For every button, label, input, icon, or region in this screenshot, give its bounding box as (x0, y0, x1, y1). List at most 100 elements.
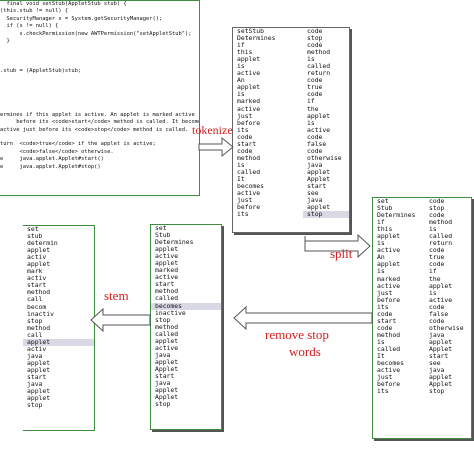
code-line: <code>false</code> otherwise. (0, 148, 114, 155)
code-line: active just before its <code>stop</code>… (0, 126, 189, 133)
token-item: code (429, 212, 445, 220)
token-item: applet (155, 337, 179, 345)
token-item: method (155, 323, 179, 331)
token-item: applet (237, 84, 261, 92)
token-item: before (377, 296, 401, 304)
token-item: Applet (429, 381, 453, 389)
token-item: java (307, 197, 323, 205)
token-item: this (377, 226, 393, 234)
token-item: code (307, 147, 323, 155)
code-line: s.checkPermission(new AWTPermission("set… (0, 30, 192, 37)
token-item: code (307, 77, 323, 85)
token-item: java (429, 331, 445, 339)
token-item: code (429, 303, 445, 311)
token-item: It (377, 353, 385, 361)
token-item: Stub (377, 205, 393, 213)
token-item: see (307, 190, 319, 198)
token-item: An (237, 77, 245, 85)
token-item: applet (27, 388, 51, 396)
code-line: e java.applet.Applet#stop() (0, 163, 101, 170)
token-item: stop (155, 401, 171, 409)
token-item: is (237, 161, 245, 169)
code-line: if (s != null) { (0, 23, 59, 30)
token-item: marked (237, 98, 261, 106)
token-item: start (155, 372, 175, 380)
token-item: just (237, 112, 253, 120)
token-item: active (377, 282, 401, 290)
token-item: called (429, 233, 453, 241)
remove-stop-label: remove stop (265, 327, 329, 342)
token-item: set (155, 225, 167, 232)
token-item: code (307, 133, 323, 141)
token-item: stop (155, 316, 171, 324)
token-item: code (237, 133, 253, 141)
token-item: applet (27, 359, 51, 367)
token-item: stop (27, 317, 43, 325)
code-line: } (0, 37, 10, 44)
code-line: e java.applet.Applet#start() (0, 156, 104, 163)
token-item: return (429, 240, 453, 248)
token-item: applet (307, 204, 331, 212)
token-item: Applet (307, 175, 331, 183)
token-item: code (377, 324, 393, 332)
token-item: if (429, 268, 437, 276)
token-item: is (429, 226, 437, 234)
token-item: Stub (155, 232, 171, 240)
token-item: activ (27, 254, 47, 262)
token-item: java (27, 381, 43, 389)
token-item: Determines (377, 212, 416, 220)
token-item: applet (237, 56, 261, 64)
token-item: Determines (155, 239, 194, 247)
token-item: active (237, 190, 261, 198)
code-line: (this.stub != null) { (0, 8, 69, 15)
token-item: called (307, 63, 331, 71)
token-item: true (307, 84, 323, 92)
token-item: called (155, 295, 179, 303)
token-item: applet (429, 338, 453, 346)
token-item: its (377, 388, 389, 396)
token-item: start (307, 183, 327, 191)
token-item: call (27, 296, 43, 304)
token-item: becomes (151, 302, 221, 310)
token-item: java (307, 161, 323, 169)
token-item: is (307, 56, 315, 64)
token-item: Applet (155, 394, 179, 402)
token-item: is (237, 63, 245, 71)
code-line: ermines if this applet is active. An app… (0, 111, 195, 118)
token-item: becomes (237, 183, 264, 191)
token-item: start (27, 373, 47, 381)
token-item: stub (27, 233, 43, 241)
token-item: java (27, 352, 43, 360)
token-item: code (377, 310, 393, 318)
token-item: is (429, 289, 437, 297)
token-item: see (429, 360, 441, 368)
token-item: start (377, 317, 397, 325)
token-item: method (307, 49, 331, 57)
token-item: set (377, 198, 389, 205)
token-item: java (429, 367, 445, 375)
token-item: false (429, 310, 449, 318)
token-item: java (155, 351, 171, 359)
token-item: code (307, 28, 323, 35)
token-item: stop (27, 402, 43, 410)
token-item: this (237, 49, 253, 57)
token-item: method (237, 154, 261, 162)
token-item: active (155, 253, 179, 261)
token-item: false (307, 140, 327, 148)
token-item: Applet (155, 365, 179, 373)
token-item: active (377, 247, 401, 255)
tokenize-arrow (198, 136, 234, 158)
token-item: code (307, 42, 323, 50)
token-item: applet (429, 374, 453, 382)
code-line: final void setStub(AppletStub stub) { (0, 1, 127, 7)
token-item: otherwise (429, 324, 464, 332)
token-item: code (237, 147, 253, 155)
token-item: active (429, 296, 453, 304)
token-item: is (237, 91, 245, 99)
token-item: Determines (237, 35, 276, 43)
token-item: start (155, 281, 175, 289)
